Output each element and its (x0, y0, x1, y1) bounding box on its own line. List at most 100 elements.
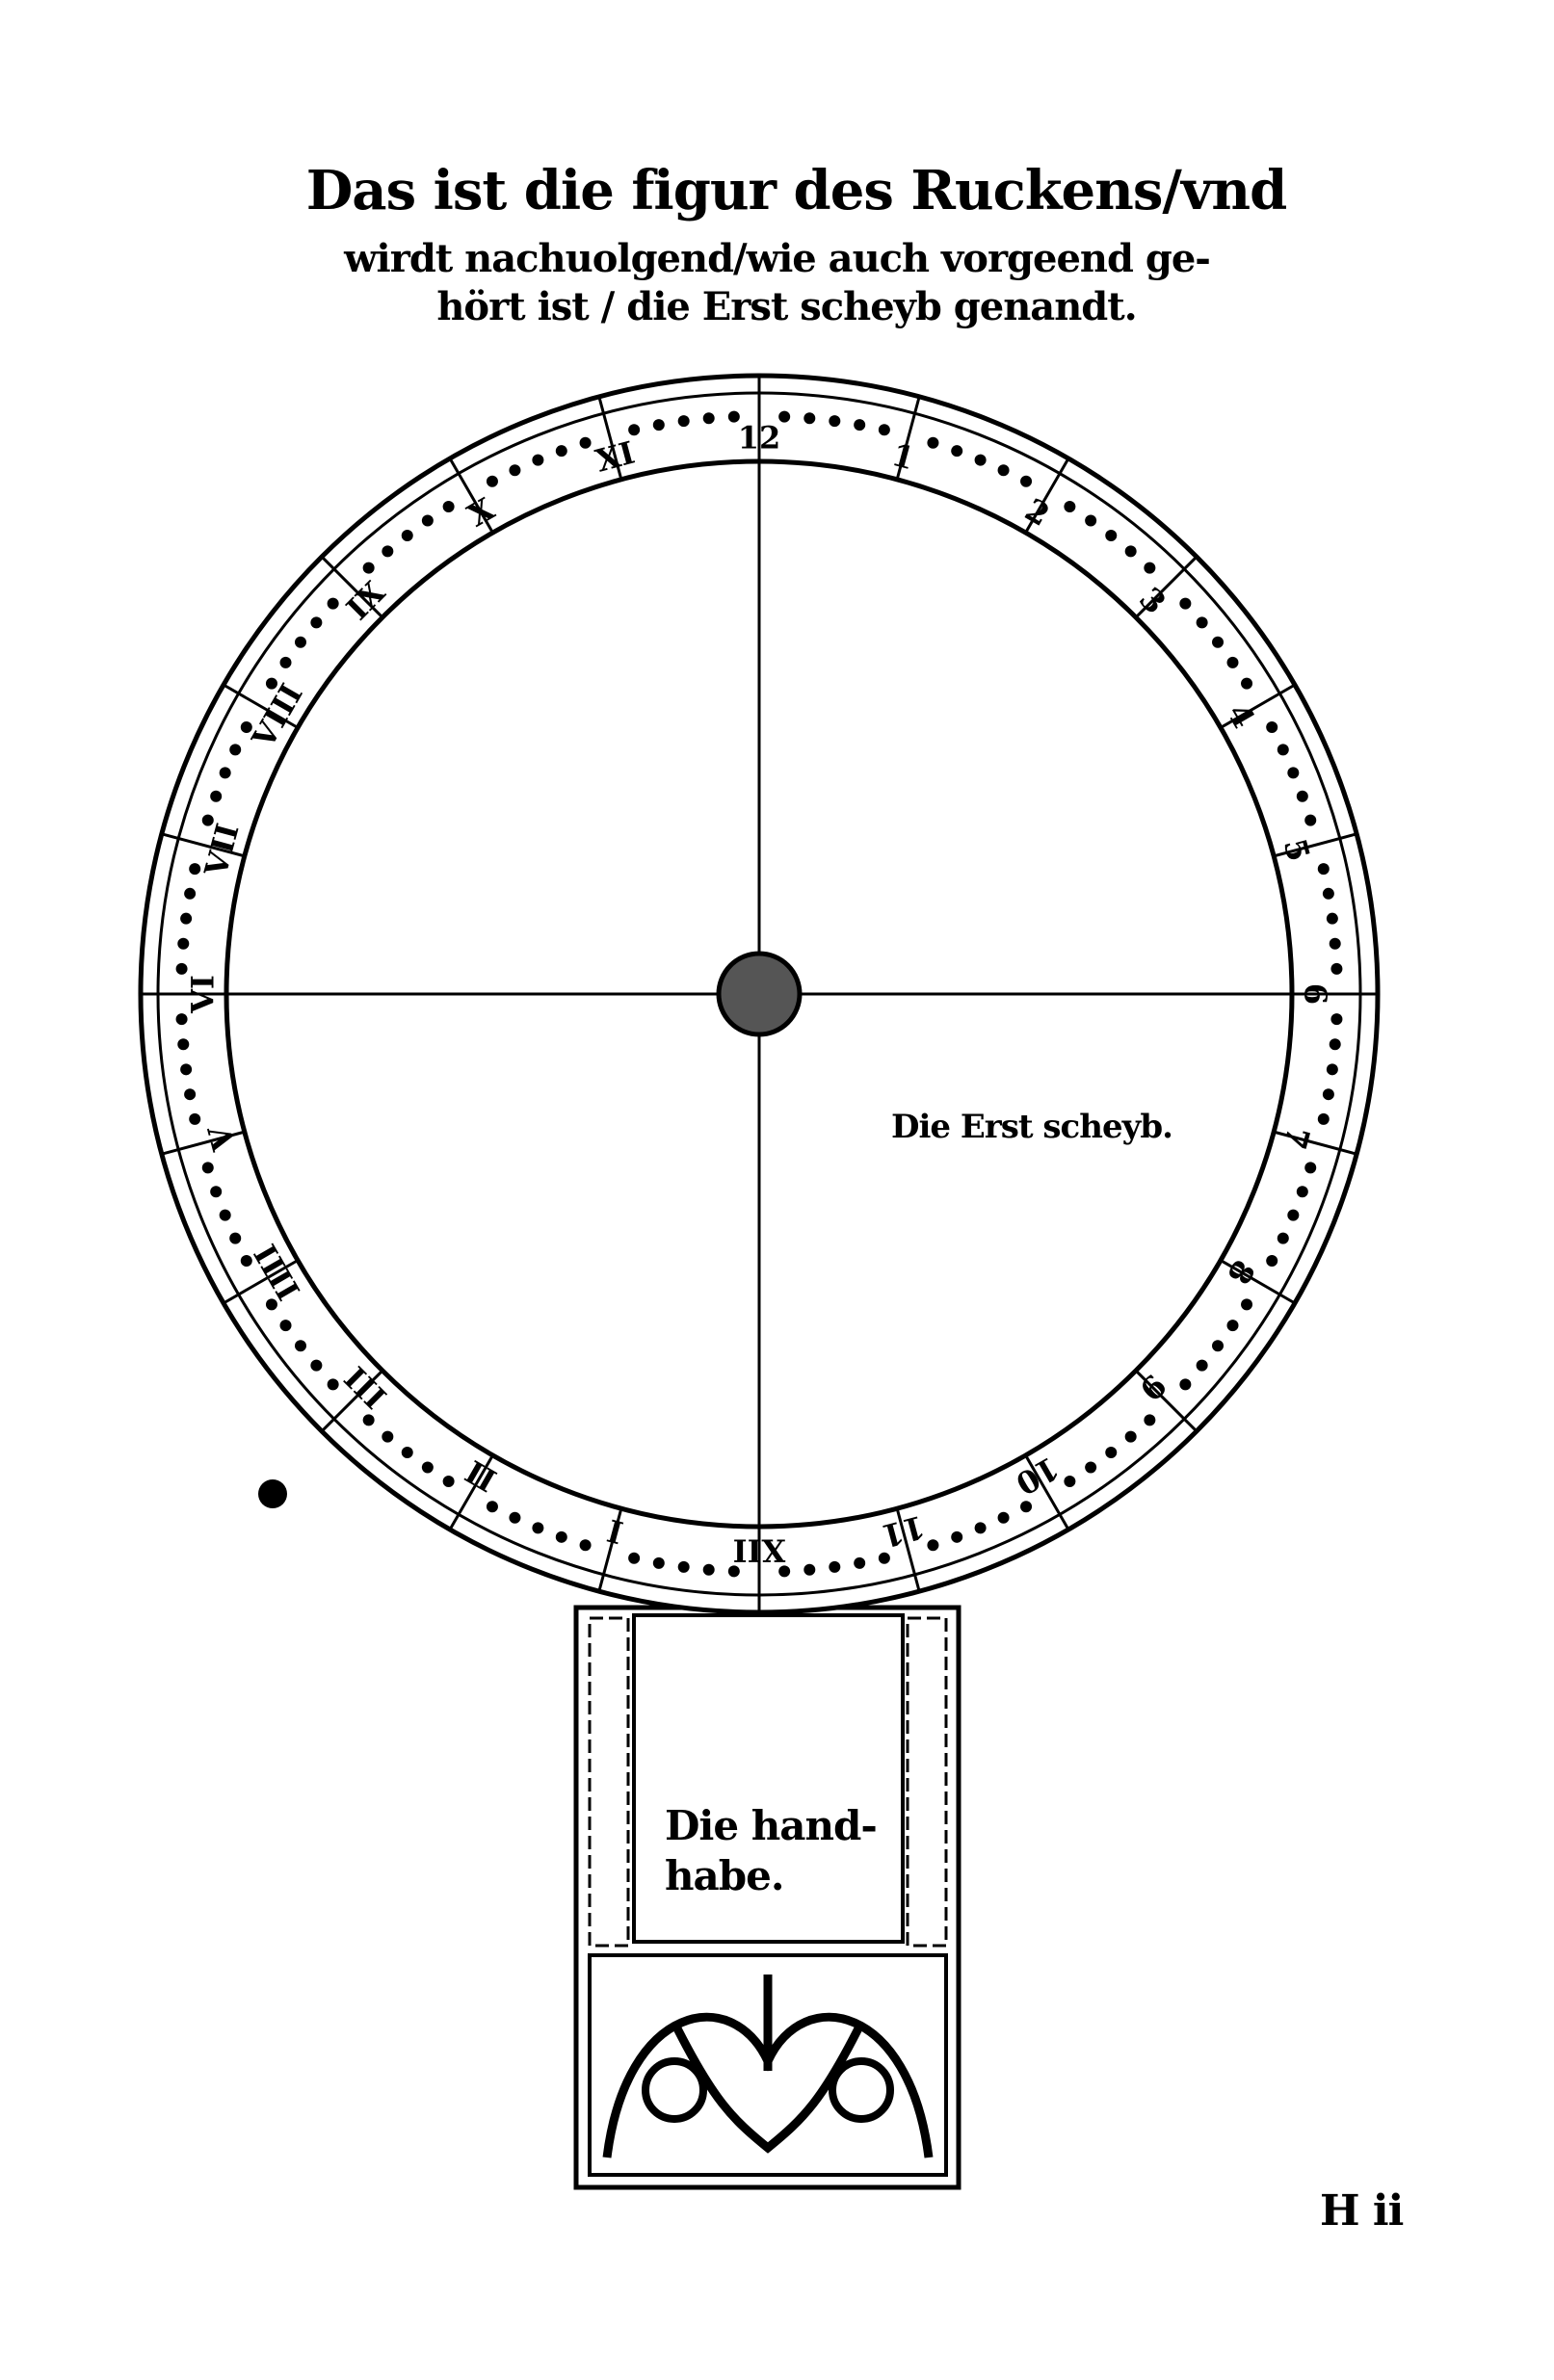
minute-mark (210, 1186, 223, 1198)
hour-divider (1024, 458, 1070, 534)
minute-mark (229, 1232, 242, 1244)
ink-blot (258, 1479, 287, 1508)
minute-mark (1330, 962, 1343, 975)
minute-mark (486, 475, 498, 487)
minute-mark (177, 1038, 190, 1051)
minute-mark (210, 790, 223, 802)
minute-mark (177, 937, 190, 950)
hour-divider (895, 396, 921, 481)
minute-mark (1144, 562, 1156, 574)
minute-mark (555, 1530, 567, 1543)
minute-mark (628, 424, 641, 436)
minute-mark (509, 1511, 521, 1524)
minute-mark (997, 1511, 1010, 1524)
hour-divider (161, 832, 246, 858)
minute-mark (997, 464, 1010, 477)
minute-mark (265, 1298, 277, 1311)
minute-mark (1241, 677, 1253, 690)
hour-divider (320, 1369, 384, 1433)
minute-mark (951, 1530, 963, 1543)
minute-mark (201, 814, 214, 826)
hour-divider (1024, 1454, 1070, 1530)
hour-label: VI (185, 975, 222, 1014)
center-hub (716, 951, 803, 1037)
minute-mark (180, 912, 193, 925)
minute-mark (702, 1563, 715, 1576)
minute-mark (362, 1414, 375, 1426)
minute-mark (974, 454, 987, 466)
minute-mark (727, 410, 740, 423)
hour-label: XII (733, 1532, 786, 1569)
minute-mark (1196, 1359, 1208, 1372)
minute-mark (1322, 1088, 1334, 1101)
disc-label: Die Erst scheyb. (891, 1108, 1173, 1146)
minute-mark (279, 656, 292, 668)
minute-mark (927, 436, 939, 449)
minute-mark (294, 1340, 306, 1352)
hour-divider (161, 1130, 246, 1156)
minute-mark (1326, 1063, 1338, 1076)
minute-mark (401, 1447, 413, 1459)
minute-mark (1266, 720, 1278, 733)
minute-mark (327, 597, 339, 610)
minute-mark (677, 415, 690, 428)
minute-mark (1020, 475, 1033, 487)
minute-mark (1085, 514, 1097, 527)
minute-mark (1179, 1378, 1192, 1391)
minute-mark (532, 1522, 544, 1534)
minute-mark (878, 1552, 890, 1564)
minute-mark (442, 500, 455, 512)
handle-label-line-2: habe. (665, 1852, 784, 1899)
hour-divider (1273, 1130, 1357, 1156)
minute-mark (1317, 863, 1330, 876)
minute-mark (279, 1320, 292, 1332)
minute-mark (240, 720, 252, 733)
minute-mark (229, 744, 242, 756)
minute-mark (189, 863, 201, 876)
minute-mark (1287, 767, 1300, 779)
minute-mark (829, 415, 841, 428)
hour-divider (1134, 555, 1198, 619)
minute-mark (1287, 1209, 1300, 1221)
minute-mark (702, 412, 715, 425)
minute-mark (652, 419, 665, 432)
hour-divider (1273, 832, 1357, 858)
minute-mark (184, 887, 197, 900)
minute-mark (327, 1378, 339, 1391)
minute-mark (1317, 1112, 1330, 1125)
minute-mark (219, 1209, 231, 1221)
hour-divider (597, 1507, 623, 1592)
minute-mark (1212, 1340, 1225, 1352)
minute-mark (310, 616, 323, 629)
minute-mark (265, 677, 277, 690)
page-signature: H ii (1320, 2186, 1404, 2236)
minute-mark (803, 1563, 816, 1576)
minute-mark (382, 1430, 394, 1443)
minute-mark (421, 514, 434, 527)
minute-mark (189, 1112, 201, 1125)
minute-mark (1266, 1255, 1278, 1268)
minute-mark (1179, 597, 1192, 610)
minute-mark (175, 1013, 188, 1026)
minute-mark (1241, 1298, 1253, 1311)
minute-mark (1296, 790, 1308, 802)
minute-mark (652, 1556, 665, 1569)
hour-divider (448, 458, 494, 534)
hour-divider (448, 1454, 494, 1530)
minute-mark (532, 454, 544, 466)
handle (573, 1605, 961, 2190)
minute-mark (1226, 656, 1239, 668)
minute-mark (382, 545, 394, 558)
hour-divider (223, 1259, 299, 1305)
minute-mark (1064, 1476, 1076, 1488)
minute-mark (579, 1539, 592, 1552)
minute-mark (778, 410, 791, 423)
minute-mark (175, 962, 188, 975)
minute-mark (1196, 616, 1208, 629)
minute-mark (401, 529, 413, 541)
hour-divider (1220, 683, 1296, 729)
minute-mark (240, 1255, 252, 1268)
title-line-1: Das ist die figur des Ruckens/vnd (305, 159, 1288, 222)
